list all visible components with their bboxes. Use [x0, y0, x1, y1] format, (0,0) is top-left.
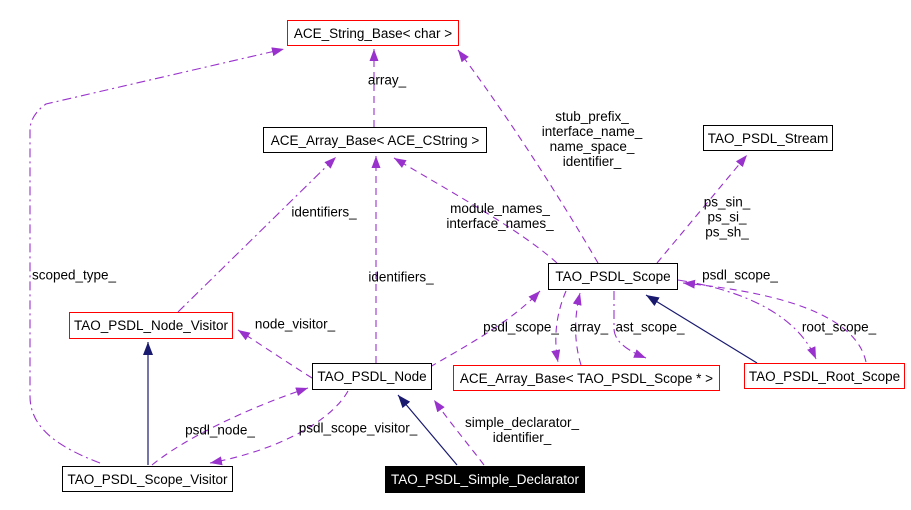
- edge-ast-scope: [613, 291, 647, 359]
- edge-label-psdl-node: psdl_node_: [185, 422, 255, 438]
- edge-stub-prefix: [457, 49, 599, 264]
- class-node-tao-psdl-root-scope[interactable]: TAO_PSDL_Root_Scope: [744, 363, 905, 389]
- edge-label-psdl-scope-mid: psdl_scope_: [483, 319, 559, 335]
- edge-label-simple-declarator-block: simple_declarator_ identifier_: [464, 415, 580, 445]
- edge-label-ast-scope: ast_scope_: [615, 319, 685, 335]
- edge-label-node-visitor: node_visitor_: [254, 316, 336, 332]
- edge-simple-declarator: [433, 399, 485, 466]
- edge-label-module-names-block: module_names_ interface_names_: [446, 201, 554, 231]
- edge-psdl-scope-right: [682, 279, 867, 363]
- edge-label-scoped-type: scoped_type_: [31, 267, 117, 283]
- class-node-tao-psdl-stream[interactable]: TAO_PSDL_Stream: [703, 125, 833, 151]
- class-node-ace-string-base[interactable]: ACE_String_Base< char >: [287, 20, 459, 46]
- edge-label-identifiers-lower: identifiers_: [368, 269, 434, 285]
- edge-scoped-type: [29, 47, 285, 464]
- edge-module-names: [393, 157, 558, 264]
- edge-scope-to-array: [551, 290, 567, 363]
- edge-psdl-node: [151, 387, 309, 466]
- edge-root-scope: [677, 279, 817, 360]
- class-node-tao-psdl-node-visitor[interactable]: TAO_PSDL_Node_Visitor: [69, 312, 233, 339]
- class-node-ace-array-cstring[interactable]: ACE_Array_Base< ACE_CString >: [263, 127, 487, 153]
- edge-label-array-top: array_: [367, 72, 407, 88]
- class-node-tao-psdl-scope-visitor[interactable]: TAO_PSDL_Scope_Visitor: [62, 466, 233, 492]
- edge-inherit-root-scope: [645, 294, 758, 364]
- class-node-tao-psdl-node[interactable]: TAO_PSDL_Node: [312, 363, 432, 390]
- edge-identifiers-slant: [177, 156, 337, 313]
- edge-node-visitor: [237, 329, 313, 379]
- edge-label-identifiers-upper: identifiers_: [291, 204, 357, 220]
- edge-label-ps-block: ps_sin_ ps_si_ ps_sh_: [703, 194, 751, 240]
- edge-psdl-scope-mid: [429, 290, 541, 368]
- class-node-ace-array-scope[interactable]: ACE_Array_Base< TAO_PSDL_Scope * >: [453, 365, 720, 391]
- edge-label-root-scope: root_scope_: [801, 319, 877, 335]
- edge-psdl-scope-visitor: [209, 390, 349, 466]
- class-node-tao-psdl-simple-declarator: TAO_PSDL_Simple_Declarator: [385, 466, 585, 493]
- edge-label-stub-prefix-block: stub_prefix_ interface_name_ name_space_…: [541, 109, 643, 169]
- edge-label-psdl-scope-right: psdl_scope_: [702, 267, 778, 283]
- edge-label-array-mid: array_: [569, 319, 609, 335]
- edge-inherit-simple-declarator: [397, 394, 458, 466]
- edge-array-mid: [572, 292, 582, 366]
- edge-label-psdl-scope-visitor: psdl_scope_visitor_: [298, 420, 418, 436]
- class-node-tao-psdl-scope[interactable]: TAO_PSDL_Scope: [548, 263, 678, 290]
